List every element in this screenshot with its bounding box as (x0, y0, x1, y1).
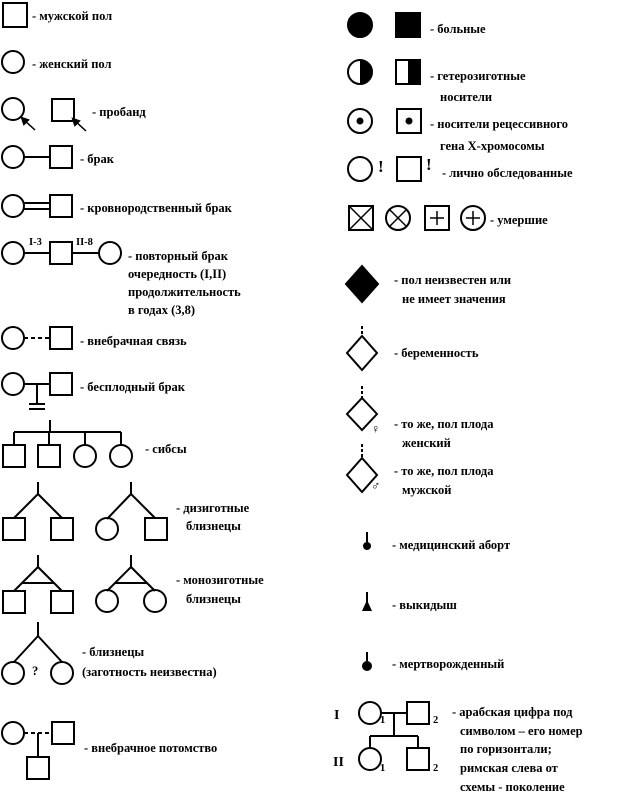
childless-marriage-label: - бесплодный брак (80, 380, 186, 394)
consanguineous-marriage-label: - кровнородственный брак (80, 201, 233, 215)
repeat-marriage-label-line4: в годах (3,8) (128, 303, 195, 317)
proband-symbols (1, 97, 87, 132)
stillborn-label: - мертворожденный (392, 657, 504, 671)
sex-unknown-symbol (344, 264, 380, 304)
pregnancy-female-label-line2: женский (402, 436, 451, 450)
female-fetus-sign: ♀ (371, 422, 380, 436)
x-carrier-symbols (347, 108, 422, 134)
twins-unknown-zygosity-symbol (1, 622, 74, 685)
repeat-marriage-tag-first: I-3 (29, 237, 42, 248)
monozygotic-twins-label-line2: близнецы (186, 592, 241, 606)
heterozygous-label-line2: носители (440, 90, 492, 104)
deceased-label: - умершие (490, 213, 548, 227)
number-gen2-male: 2 (433, 763, 438, 774)
number-gen1-male: 2 (433, 715, 438, 726)
male-fetus-sign: ♂ (371, 479, 380, 493)
marriage-label: - брак (80, 152, 115, 166)
miscarriage-label: - выкидыш (392, 598, 457, 612)
number-gen1-female: 1 (380, 715, 385, 726)
abortion-symbol (363, 532, 371, 550)
illegitimate-offspring-symbol (1, 721, 75, 780)
heterozygous-label-line1: - гетерозиготные (430, 69, 526, 83)
pregnancy-label: - беременность (394, 346, 479, 360)
twins-unknown-label-line1: - близнецы (82, 645, 144, 659)
repeat-marriage-label-line3: продолжительность (128, 285, 241, 299)
pregnancy-male-symbol (345, 444, 379, 494)
examined-mark-female: ! (378, 157, 384, 176)
sex-unknown-label-line2: не имеет значения (402, 292, 506, 306)
examined-symbols (347, 156, 422, 182)
affected-label: - больные (430, 22, 486, 36)
numbering-label-line3: по горизонтали; (460, 742, 552, 756)
generation-one-label: I (334, 708, 339, 723)
repeat-marriage-label-line2: очередность (I,II) (128, 267, 226, 281)
repeat-marriage-tag-second: II-8 (76, 237, 93, 248)
sex-unknown-label-line1: - пол неизвестен или (394, 273, 511, 287)
female-label: - женский пол (32, 57, 112, 71)
pregnancy-female-label-line1: - то же, пол плода (394, 417, 494, 431)
monozygotic-twins-label-line1: - монозиготные (176, 573, 264, 587)
childless-marriage-symbol (1, 372, 73, 410)
numbering-label-line4: римская слева от (460, 761, 558, 775)
heterozygous-carrier-symbols (347, 59, 421, 85)
male-label: - мужской пол (32, 9, 112, 23)
twins-unknown-label-line2: (заготность неизвестна) (82, 665, 217, 679)
extramarital-relation-label: - внебрачная связь (80, 334, 187, 348)
generation-two-label: II (333, 755, 344, 770)
male-symbol (2, 2, 28, 28)
examined-mark-male: ! (426, 155, 432, 174)
examined-label: - лично обследованные (442, 166, 573, 180)
dizygotic-twins-label-line2: близнецы (186, 519, 241, 533)
dizygotic-twins-label-line1: - дизиготные (176, 501, 250, 515)
stillborn-symbol (362, 652, 372, 671)
dizygotic-twins-symbol (2, 482, 168, 541)
affected-symbols (347, 12, 421, 38)
extramarital-relation-symbol (1, 326, 73, 350)
marriage-symbol (1, 145, 73, 169)
x-carriers-label-line1: - носители рецессивного (430, 117, 568, 131)
twins-unknown-mark: ? (32, 664, 38, 678)
proband-label: - пробанд (92, 105, 146, 119)
pregnancy-male-label-line2: мужской (402, 483, 451, 497)
sibs-label: - сибсы (145, 442, 187, 456)
consanguineous-marriage-symbol (1, 194, 73, 218)
pregnancy-male-label-line1: - то же, пол плода (394, 464, 494, 478)
pregnancy-female-symbol (345, 386, 379, 432)
x-carriers-label-line2: гена Х-хромосомы (440, 139, 545, 153)
illegitimate-offspring-label: - внебрачное потомство (84, 741, 217, 755)
deceased-symbols (348, 205, 486, 231)
numbering-label-line2: символом – его номер (460, 724, 583, 738)
sibs-symbol (2, 420, 133, 468)
pregnancy-symbol (345, 326, 379, 372)
repeat-marriage-symbol (1, 241, 122, 265)
female-symbol (1, 50, 25, 74)
numbering-label-line5: схемы - поколение (460, 780, 565, 794)
repeat-marriage-label-line1: - повторный брак (128, 249, 229, 263)
monozygotic-twins-symbol (2, 555, 167, 614)
numbering-label-line1: - арабская цифра под (452, 705, 573, 719)
numbering-example-symbol (358, 701, 430, 771)
abortion-label: - медицинский аборт (392, 538, 510, 552)
miscarriage-symbol (362, 592, 372, 611)
number-gen2-female: 1 (380, 763, 385, 774)
